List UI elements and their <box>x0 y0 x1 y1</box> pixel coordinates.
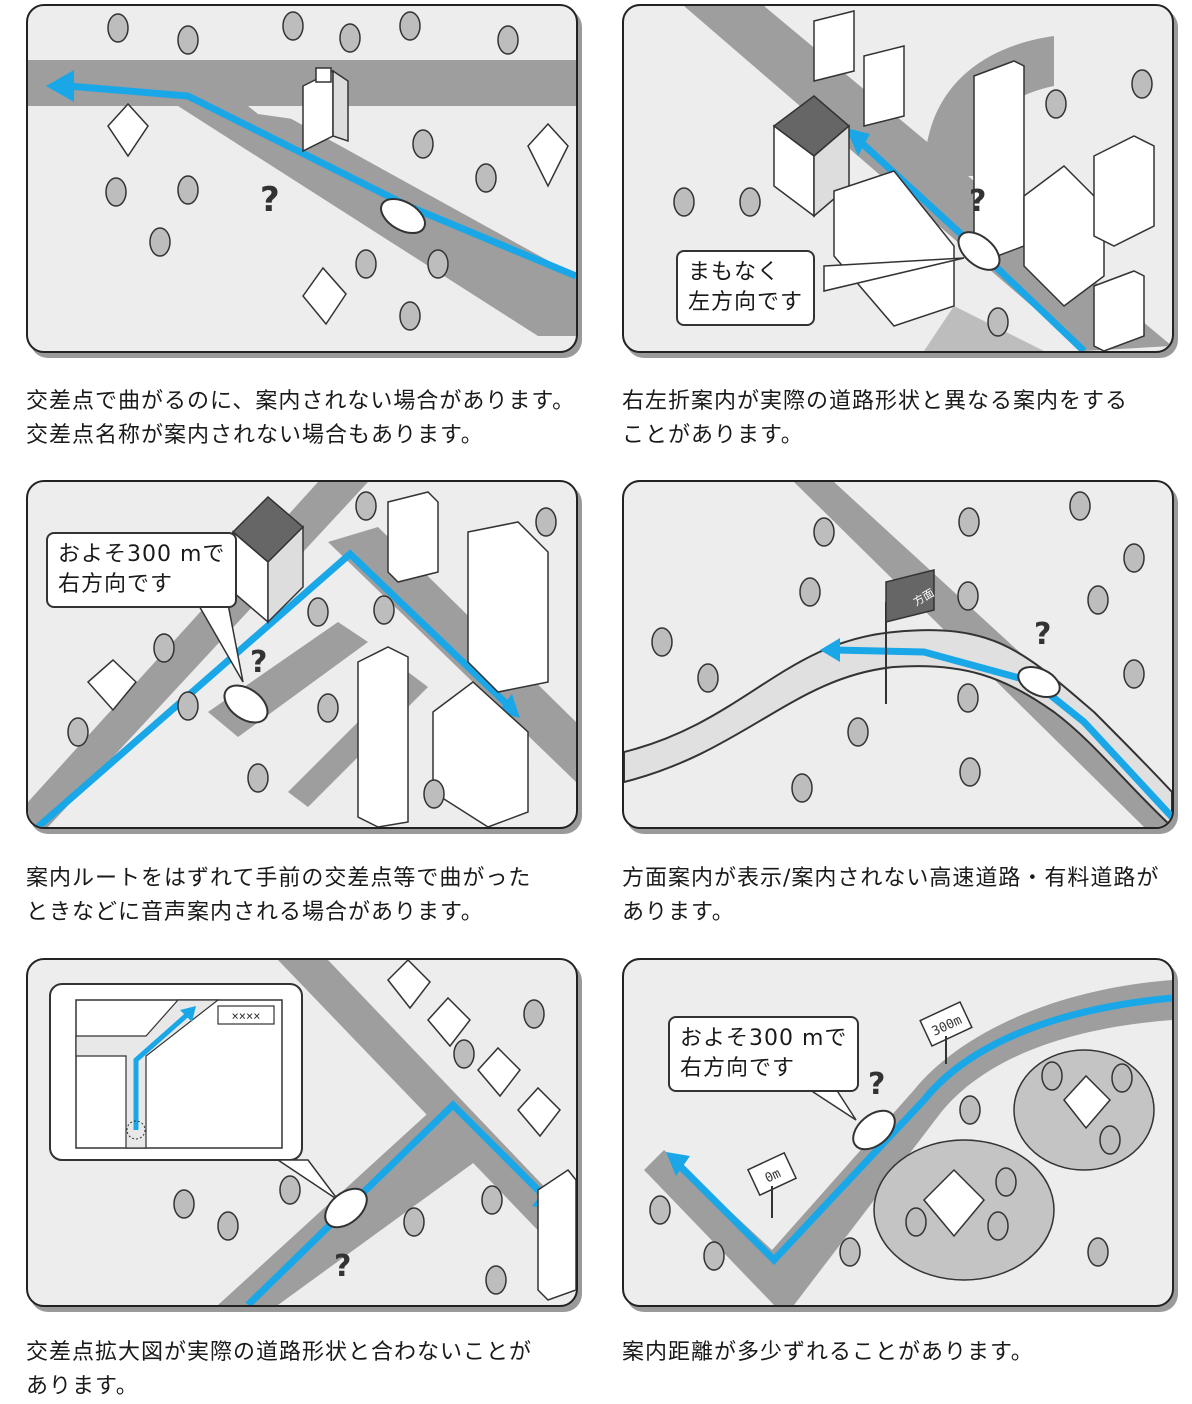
car <box>380 197 426 235</box>
panel-5-scene: ×××× ? <box>49 960 576 1305</box>
houses <box>386 960 576 1301</box>
route-arrow <box>666 1152 690 1176</box>
inset-label: ×××× <box>232 1009 261 1023</box>
panel-1-scene: ? <box>28 11 576 336</box>
route-arrow <box>820 638 840 662</box>
caption-1: 交差点で曲がるのに、案内されない場合があります。 交差点名称が案内されない場合も… <box>26 389 576 448</box>
direction-sign <box>885 569 935 623</box>
road-horizontal <box>28 60 576 106</box>
car <box>957 231 1001 271</box>
trees <box>673 69 1153 337</box>
trees <box>173 999 545 1295</box>
trees <box>67 491 557 809</box>
house <box>922 1168 986 1238</box>
caption-2: 右左折案内が実際の道路形状と異なる案内をする ことがあります。 <box>622 389 1129 448</box>
road-diagonal <box>178 106 576 336</box>
car <box>223 684 269 724</box>
bubble-tail <box>275 1159 339 1201</box>
route-arrow <box>846 128 870 156</box>
illustration-panel-5: ×××× ? <box>26 958 578 1307</box>
buildings <box>772 10 1155 351</box>
house <box>107 102 569 326</box>
illustration-panel-3: ? およそ300 mで 右方向です <box>26 480 578 829</box>
question-mark: ? <box>334 1249 351 1284</box>
panel-4-scene: 方面 ? <box>624 482 1172 827</box>
illustration-panel-4: 方面 ? <box>622 480 1174 829</box>
caption-4: 方面案内が表示/案内されない高速道路・有料道路が あります。 <box>622 866 1160 925</box>
panel-2-scene: ? <box>673 6 1172 351</box>
caption-6: 案内距離が多少ずれることがあります。 <box>622 1340 1034 1365</box>
route-line <box>35 549 516 827</box>
distance-sign-near <box>746 1151 798 1197</box>
question-mark: ? <box>969 184 986 219</box>
road-curve <box>644 980 1172 1305</box>
route-arrow <box>46 70 74 102</box>
trees <box>105 11 519 331</box>
caption-5: 交差点拡大図が実際の道路形状と合わないことが あります。 <box>26 1340 533 1399</box>
route-line <box>833 646 1035 686</box>
illustration-panel-6: 300m 0m ? およそ300 mで 右方向です <box>622 958 1174 1307</box>
building <box>302 67 349 153</box>
speech-bubble: およそ300 mで 右方向です <box>668 1016 860 1092</box>
speech-bubble: およそ300 mで 右方向です <box>46 532 238 608</box>
question-mark: ? <box>250 645 267 680</box>
panel-6-scene: 300m 0m ? <box>644 980 1172 1305</box>
distance-sign-far <box>919 1001 973 1047</box>
buildings <box>231 491 549 827</box>
route-line <box>671 994 1172 1266</box>
distance-sign-near-text: 0m <box>763 1166 784 1186</box>
car <box>852 1109 896 1151</box>
car <box>1017 665 1061 699</box>
question-mark: ? <box>260 180 280 220</box>
speech-bubble: まもなく 左方向です <box>676 250 816 326</box>
route-line <box>245 1100 551 1305</box>
bubble-tail <box>823 257 965 292</box>
illustration-panel-1: ? <box>26 4 578 353</box>
house <box>86 658 138 712</box>
house <box>1063 1074 1112 1130</box>
question-mark: ? <box>1034 617 1051 652</box>
trees <box>651 491 1145 803</box>
caption-3: 案内ルートをはずれて手前の交差点等で曲がった ときなどに音声案内される場合があり… <box>26 866 532 925</box>
illustration-panel-2: ? まもなく 左方向です <box>622 4 1174 353</box>
car <box>324 1187 368 1229</box>
route-line <box>67 82 576 280</box>
question-mark: ? <box>868 1067 885 1102</box>
trees <box>649 1061 1133 1271</box>
